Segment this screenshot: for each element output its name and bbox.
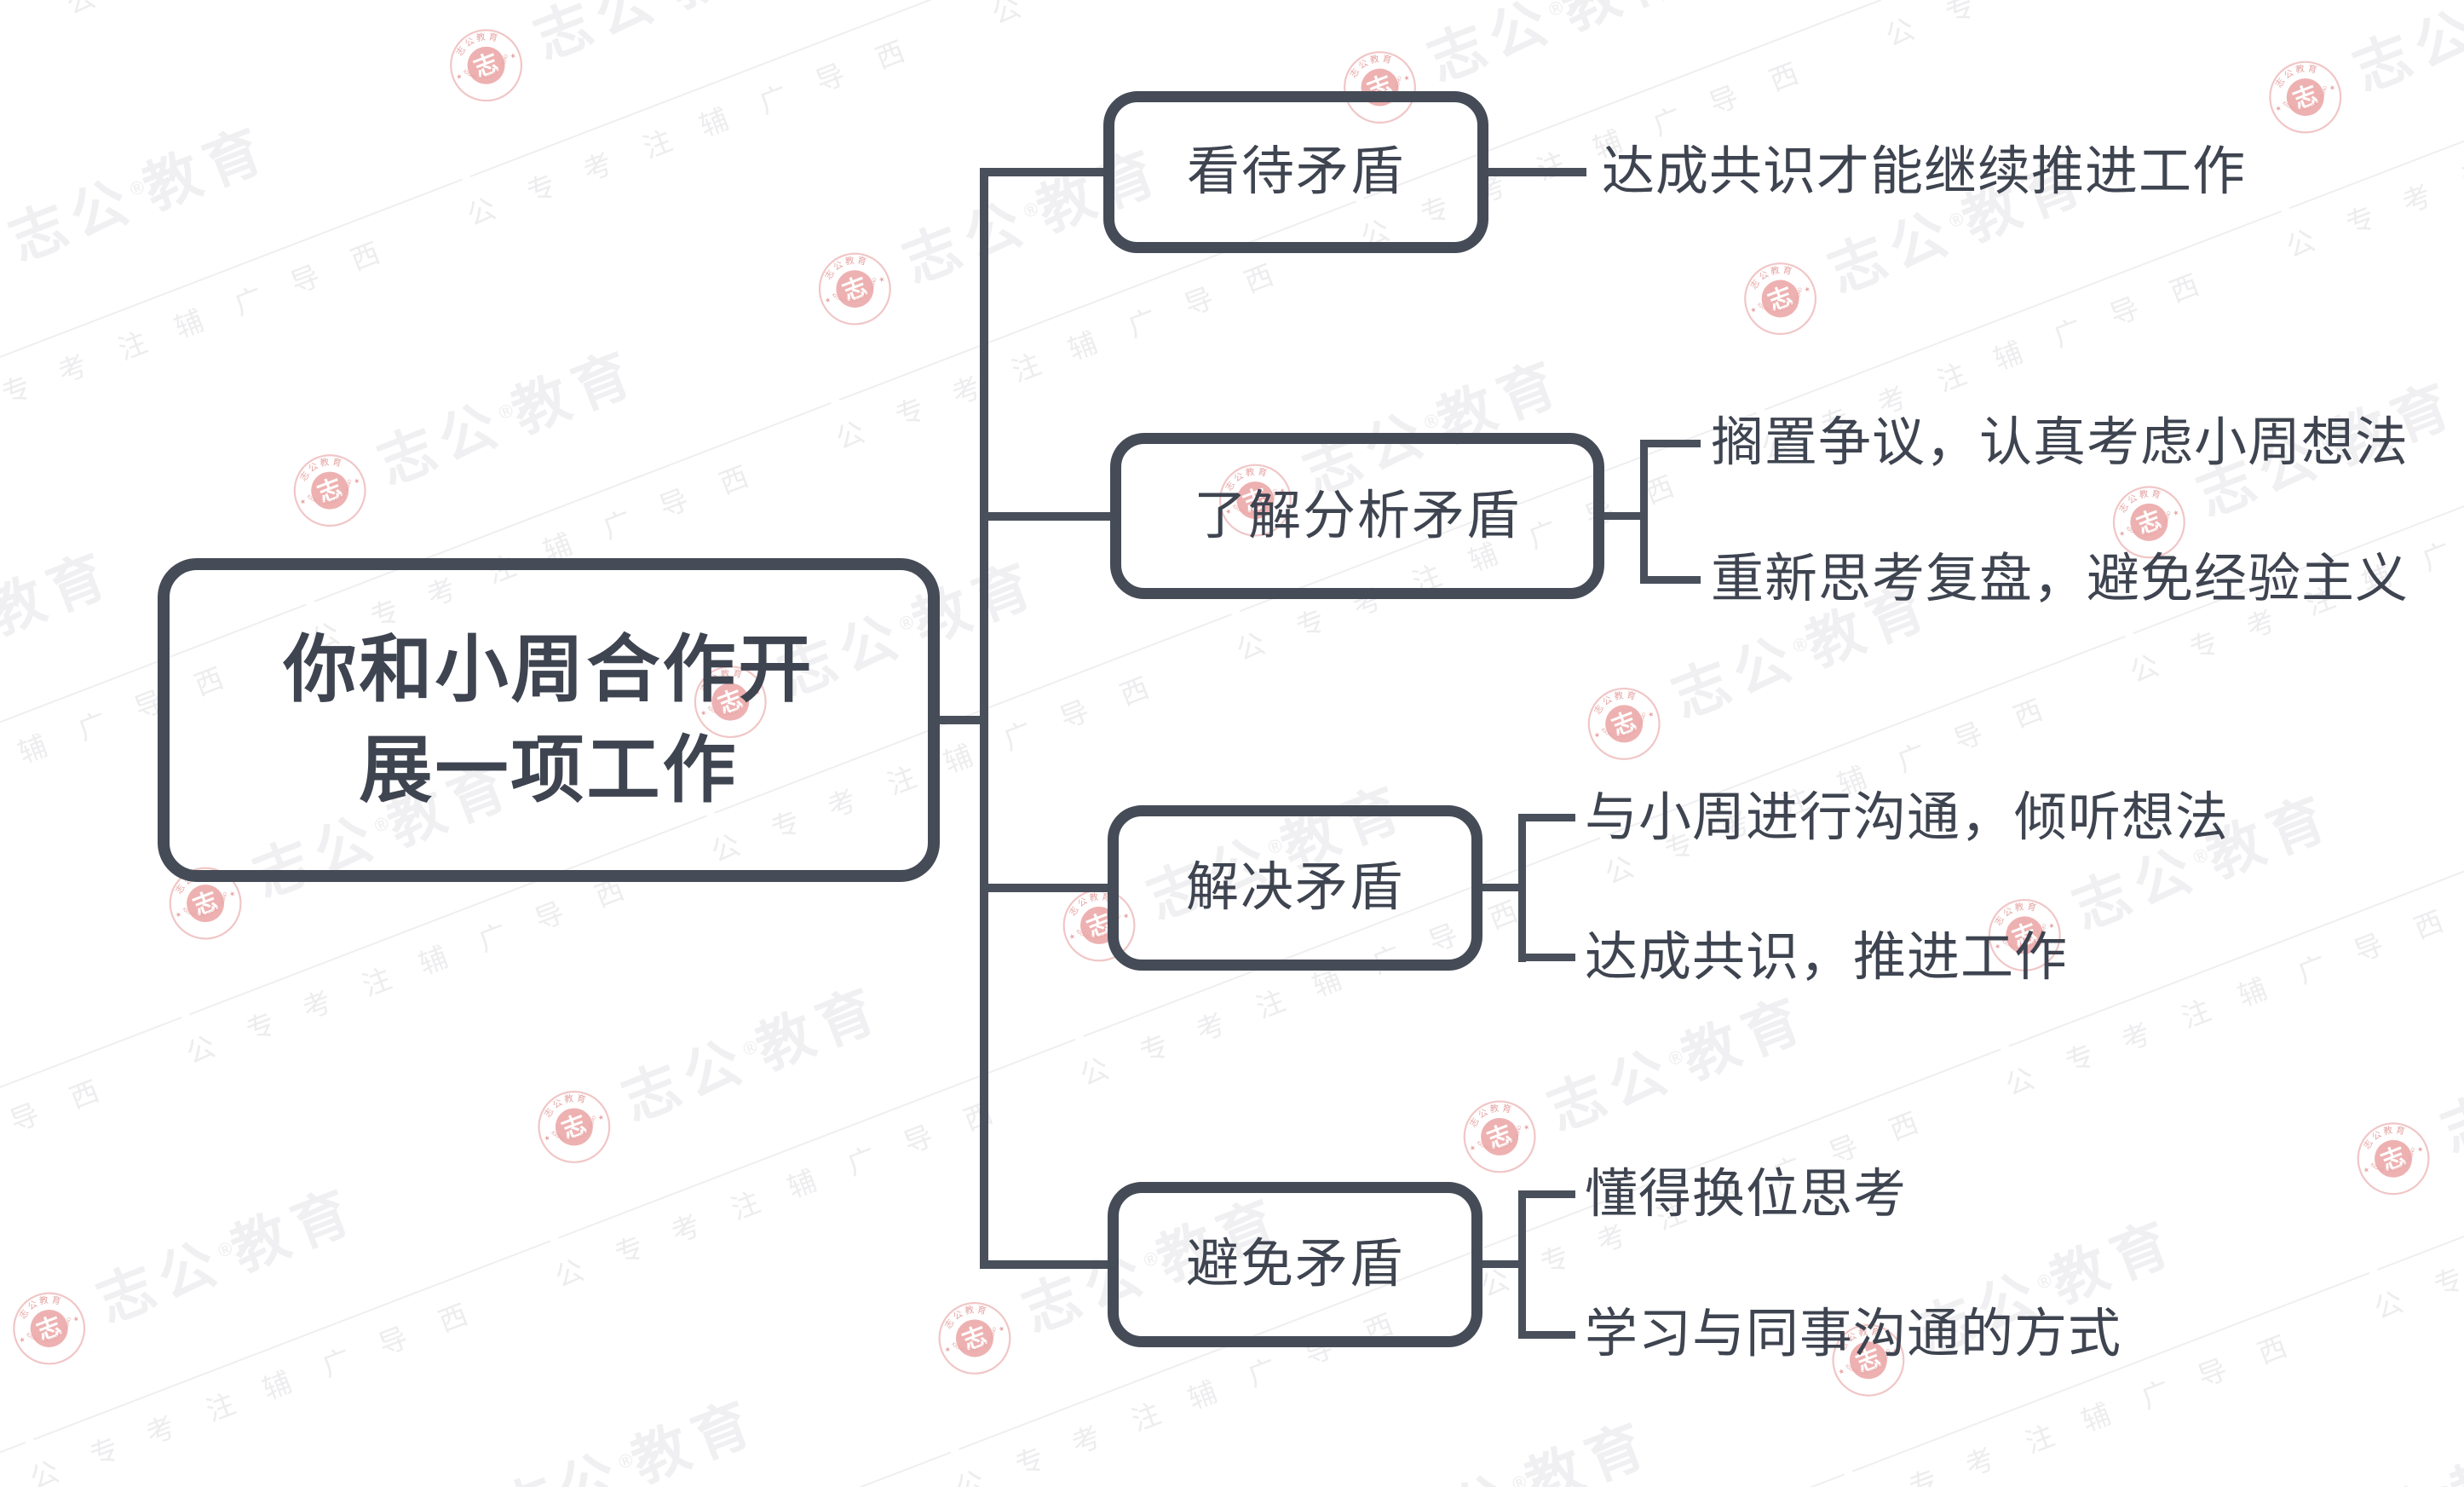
branch4-bracket-stub <box>1482 1260 1522 1268</box>
branch-node-jiejue-maodun[interactable]: 解决矛盾 <box>1108 805 1482 971</box>
leaf-node[interactable]: 学习与同事沟通的方式 <box>1585 1305 2122 1363</box>
branch2-bracket-vertical <box>1640 440 1648 584</box>
branch3-leaf1-connector-line <box>1526 814 1575 821</box>
branch-node-bimian-maodun[interactable]: 避免矛盾 <box>1108 1182 1482 1347</box>
leaf-node[interactable]: 与小周进行沟通，倾听想法 <box>1585 788 2230 847</box>
branch3-bracket-vertical <box>1518 814 1526 962</box>
branch4-leaf1-connector-line <box>1526 1190 1575 1198</box>
branch3-label: 解决矛盾 <box>1185 858 1404 917</box>
root-node-label: 你和小周合作开 展一项工作 <box>284 620 815 821</box>
leaf-node[interactable]: 达成共识才能继续推进工作 <box>1602 142 2247 201</box>
root-label-line1: 你和小周合作开 <box>283 629 815 711</box>
branch4-label: 避免矛盾 <box>1185 1235 1404 1294</box>
root-label-line2: 展一项工作 <box>359 729 739 811</box>
branch3-bracket-stub <box>1482 884 1522 891</box>
root-connector-line <box>940 716 984 724</box>
leaf-node[interactable]: 达成共识，推进工作 <box>1585 928 2069 987</box>
branch-node-kandai-maodun[interactable]: 看待矛盾 <box>1103 91 1488 253</box>
branch1-connector-line <box>980 168 1103 176</box>
branch4-connector-line <box>980 1260 1108 1269</box>
branch3-connector-line <box>980 884 1108 892</box>
branch-node-liaojie-fenxi-maodun[interactable]: 了解分析矛盾 <box>1110 433 1604 599</box>
leaf-node[interactable]: 重新思考复盘，避免经验主义 <box>1711 550 2409 608</box>
branch2-connector-line <box>980 512 1110 521</box>
root-node[interactable]: 你和小周合作开 展一项工作 <box>158 558 940 882</box>
branch4-bracket-vertical <box>1518 1190 1526 1339</box>
branch1-leaf1-connector-line <box>1488 168 1586 176</box>
branch2-bracket-stub <box>1604 512 1644 520</box>
leaf-node[interactable]: 懂得换位思考 <box>1585 1165 1908 1224</box>
branch2-leaf2-connector-line <box>1648 576 1701 584</box>
branch1-label: 看待矛盾 <box>1186 142 1405 201</box>
branch2-label: 了解分析矛盾 <box>1193 486 1521 545</box>
branch2-leaf1-connector-line <box>1648 440 1701 447</box>
branch3-leaf2-connector-line <box>1526 954 1575 961</box>
branch4-leaf2-connector-line <box>1526 1331 1575 1339</box>
leaf-node[interactable]: 搁置争议，认真考虑小周想法 <box>1711 413 2409 472</box>
